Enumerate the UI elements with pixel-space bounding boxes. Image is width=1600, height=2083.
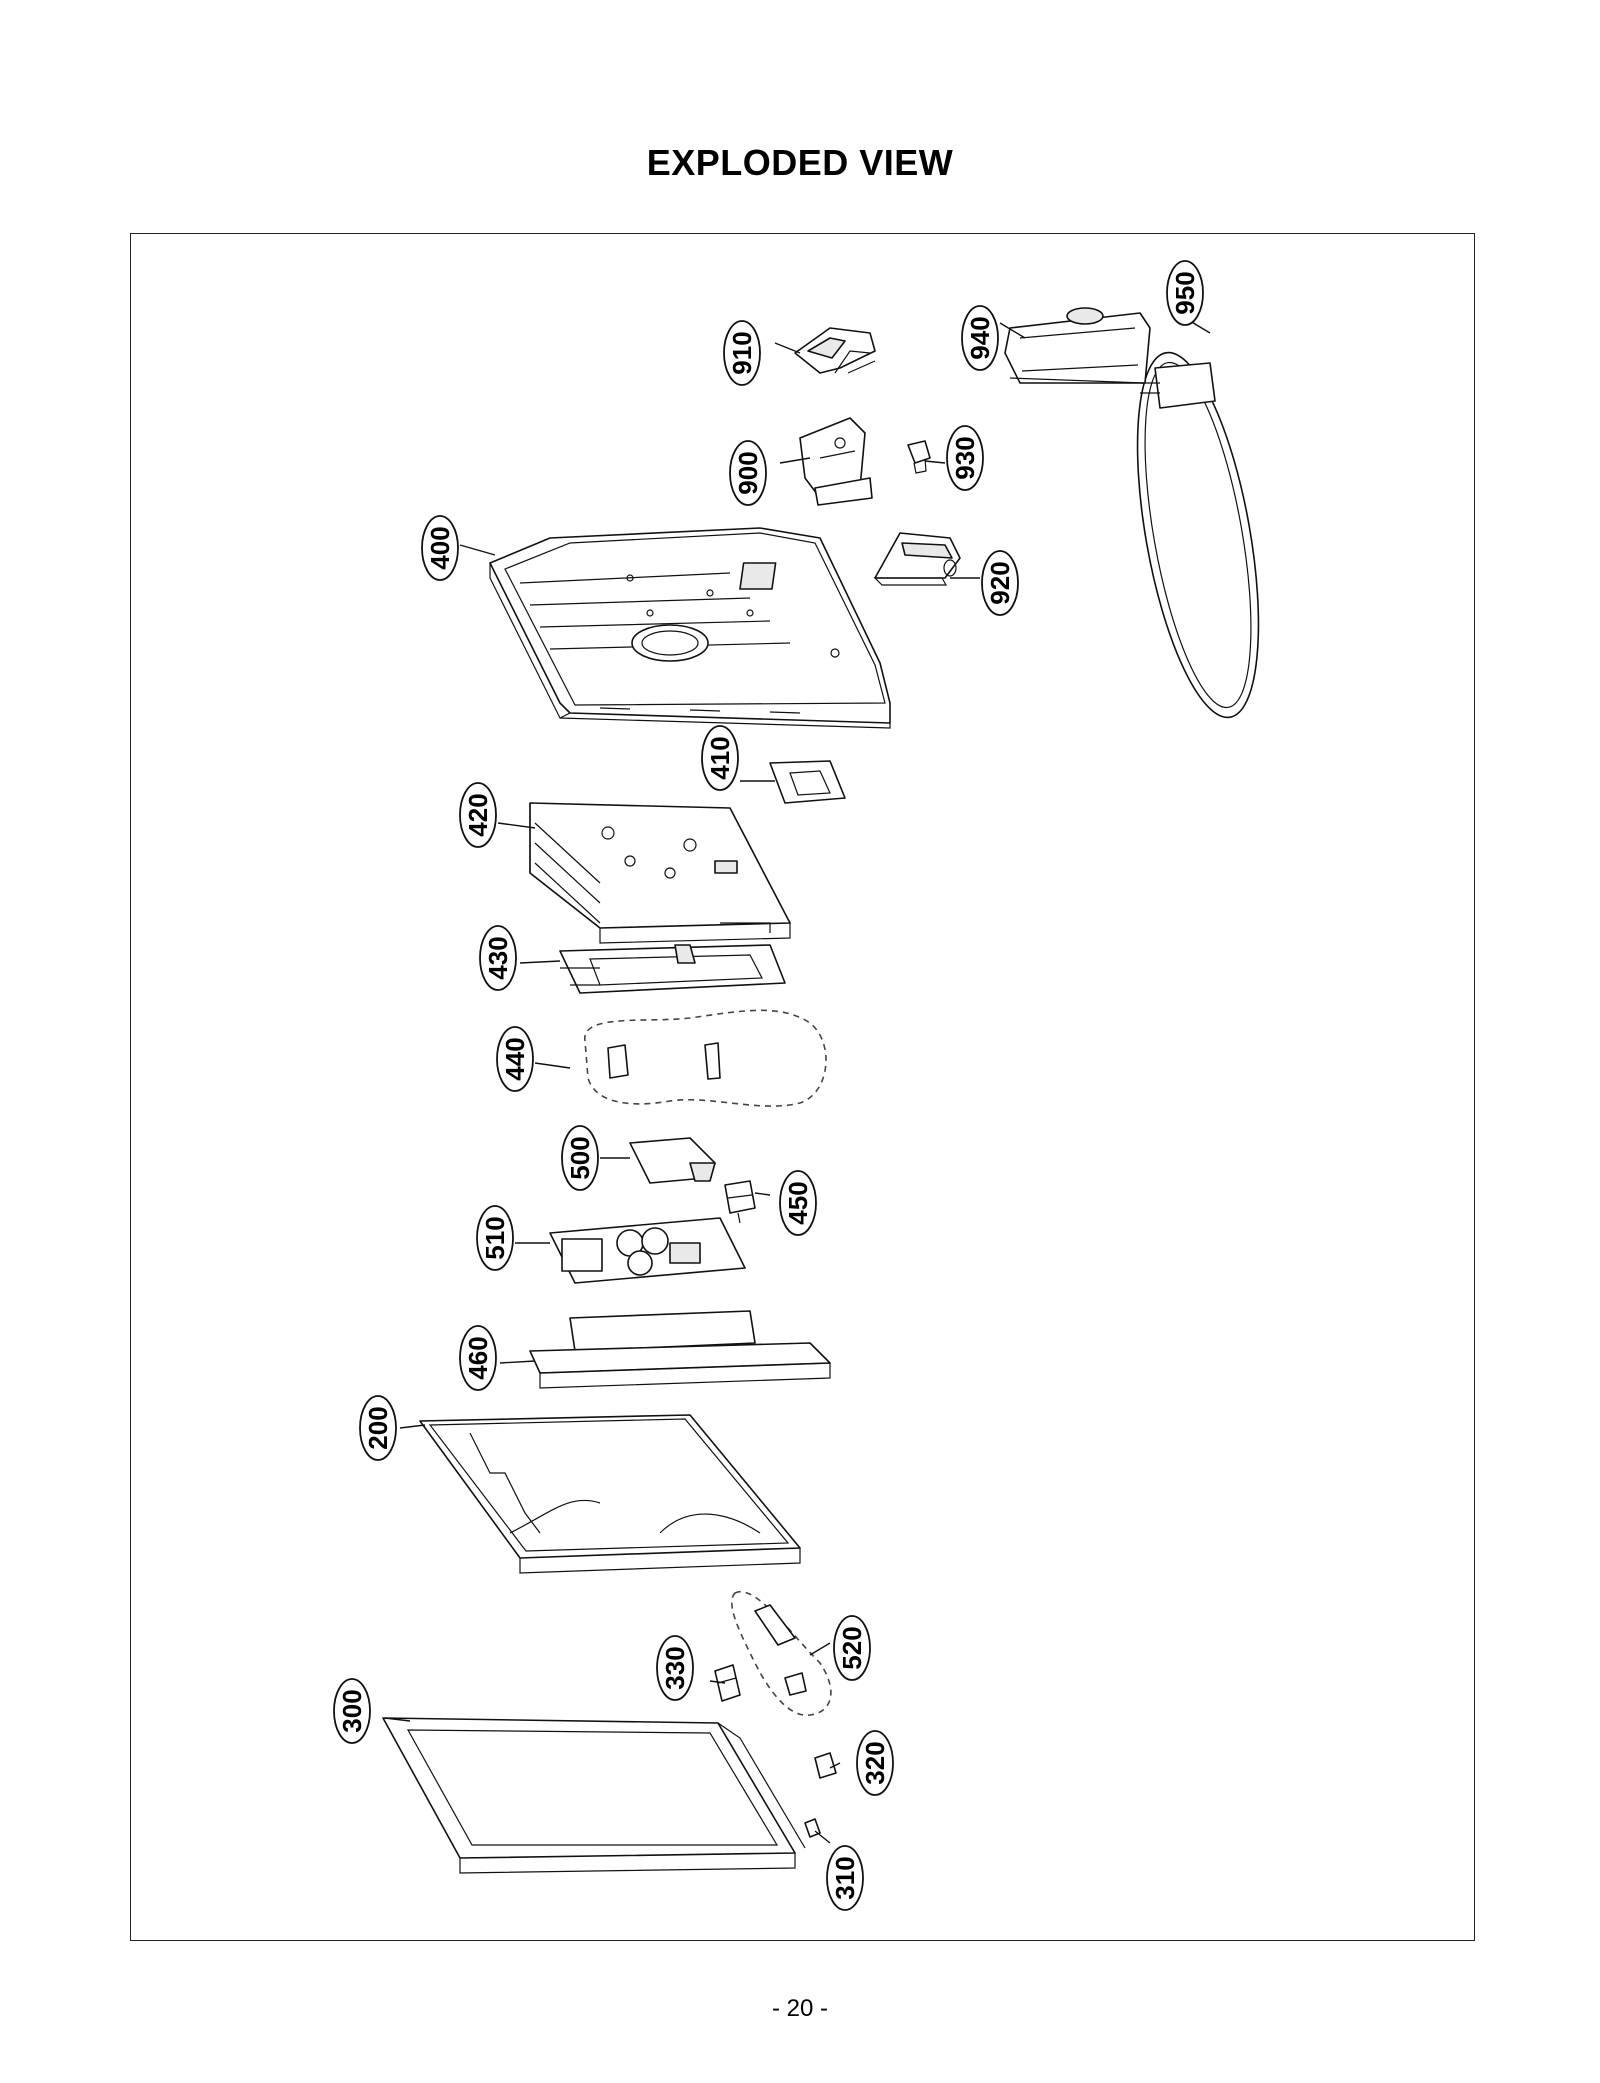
callout-920: 920 (981, 550, 1019, 616)
part-310-part (804, 1818, 821, 1838)
lcd-bracket-bar-part (529, 1310, 831, 1389)
button-330-part (714, 1664, 741, 1702)
leader-lines (384, 317, 1211, 1844)
connector-450-part (724, 1180, 756, 1224)
hinge-910-part (794, 327, 876, 374)
callout-520: 520 (833, 1615, 871, 1681)
callout-460-label: 460 (463, 1336, 493, 1379)
stand-base-part (1136, 351, 1260, 719)
lcd-module-part (419, 1414, 801, 1574)
callout-440-label: 440 (500, 1037, 530, 1080)
callout-450-label: 450 (783, 1181, 813, 1224)
hinge-bracket-900-part (799, 417, 873, 506)
callout-200: 200 (359, 1395, 397, 1461)
stand-neck-cover-part (1004, 307, 1151, 384)
callout-300-label: 300 (337, 1689, 367, 1732)
callout-200-label: 200 (363, 1406, 393, 1449)
callout-910-label: 910 (727, 331, 757, 374)
callout-430-label: 430 (483, 936, 513, 979)
callout-410: 410 (701, 725, 739, 791)
callout-940-label: 940 (965, 316, 995, 359)
callout-930: 930 (946, 425, 984, 491)
bracket-group-520-part (731, 1590, 832, 1716)
callout-520-label: 520 (837, 1626, 867, 1669)
callout-420: 420 (459, 782, 497, 848)
callout-410-label: 410 (705, 736, 735, 779)
bracket-group-440-part (584, 1009, 827, 1107)
front-cover-part (382, 1717, 806, 1874)
callout-310-label: 310 (830, 1856, 860, 1899)
back-cover-part (489, 527, 891, 729)
part-320-part (814, 1752, 837, 1779)
pcb-500-part (629, 1137, 716, 1184)
callout-310: 310 (826, 1845, 864, 1911)
callout-910: 910 (723, 320, 761, 386)
callout-510: 510 (476, 1205, 514, 1271)
shield-case-part (529, 802, 791, 944)
callout-400: 400 (421, 515, 459, 581)
page-title: EXPLODED VIEW (646, 142, 954, 183)
callout-500-label: 500 (565, 1136, 595, 1179)
callout-400-label: 400 (425, 526, 455, 569)
callout-930-label: 930 (950, 436, 980, 479)
callout-920-label: 920 (985, 561, 1015, 604)
hinge-cover-920-part (873, 532, 961, 586)
callout-940: 940 (961, 305, 999, 371)
exploded-view-diagram: 950 940 910 900 930 920 400 410 420 430 … (333, 260, 1260, 1911)
callout-430: 430 (479, 925, 517, 991)
callout-300: 300 (333, 1678, 371, 1744)
callout-330-label: 330 (660, 1646, 690, 1689)
callout-500: 500 (561, 1125, 599, 1191)
callout-900: 900 (729, 440, 767, 506)
callout-330: 330 (656, 1635, 694, 1701)
callout-900-label: 900 (733, 451, 763, 494)
callout-950-label: 950 (1170, 271, 1200, 314)
power-board-part (549, 1217, 746, 1284)
callout-440: 440 (496, 1026, 534, 1092)
clip-930-part (907, 440, 931, 474)
diagram-frame (130, 233, 1475, 1941)
plate-410-part (769, 760, 846, 804)
callout-460: 460 (459, 1325, 497, 1391)
callout-450: 450 (779, 1170, 817, 1236)
callout-510-label: 510 (480, 1216, 510, 1259)
bracket-frame-part (559, 944, 786, 994)
callout-320-label: 320 (860, 1741, 890, 1784)
page-number: - 20 - (771, 1995, 828, 2022)
callout-950: 950 (1166, 260, 1204, 326)
callout-420-label: 420 (463, 793, 493, 836)
callout-320: 320 (856, 1730, 894, 1796)
